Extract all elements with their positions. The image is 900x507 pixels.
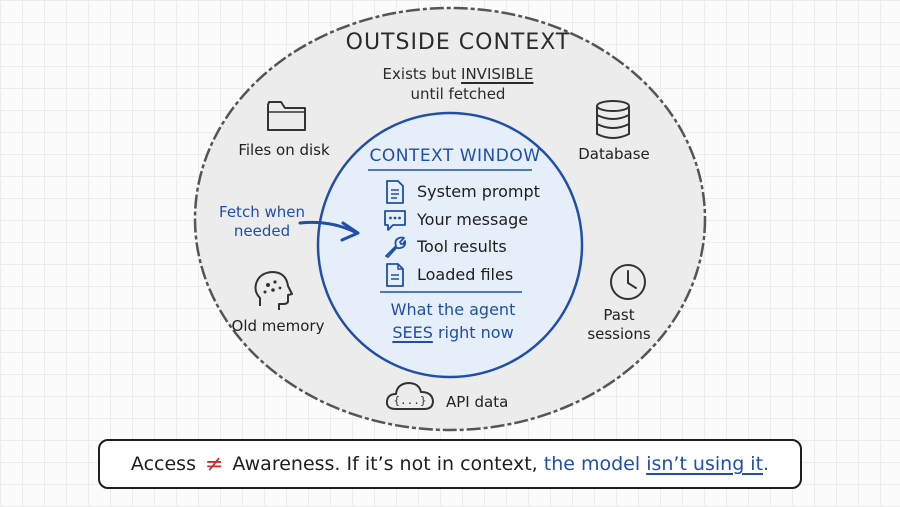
item-your-message: Your message [417, 210, 529, 229]
sees-line2: SEES right now [392, 324, 513, 342]
banner-underlined-text: isn’t using it [646, 453, 764, 475]
context-window-circle [316, 111, 584, 379]
sees-rest: right now [432, 323, 514, 342]
sees-emphasis: SEES [392, 323, 433, 342]
fetch-needed-label: needed [233, 222, 291, 240]
database-label: Database [578, 145, 650, 163]
subtitle-prefix: Exists but [382, 65, 462, 83]
head-memory-icon [254, 271, 293, 310]
item-system-prompt: System prompt [417, 182, 540, 201]
fetch-arrow [298, 220, 357, 234]
database-icon [596, 100, 630, 139]
document-icon [386, 180, 404, 204]
banner-awareness-text: Awareness. If it’s not in context, [232, 453, 544, 475]
context-window-title: CONTEXT WINDOW [369, 146, 541, 166]
chat-bubble-icon [384, 210, 406, 231]
item-loaded-files: Loaded files [417, 265, 514, 284]
api-data-label: API data [446, 393, 509, 411]
cloud-api-icon: {...} [385, 382, 434, 410]
past-label: Past [603, 306, 635, 324]
folder-icon [267, 101, 306, 131]
files-on-disk-label: Files on disk [238, 141, 330, 159]
old-memory-label: Old memory [231, 317, 325, 335]
svg-text:{...}: {...} [393, 394, 426, 407]
banner-access: Access [130, 453, 196, 475]
outside-context-title: OUTSIDE CONTEXT [345, 30, 571, 55]
not-equal-sign: ≠ [204, 451, 224, 477]
outside-context-subtitle: Exists but INVISIBLE [383, 66, 534, 83]
item-tool-results: Tool results [417, 237, 507, 256]
file-icon [386, 263, 404, 287]
takeaway-banner: Access ≠ Awareness. If it’s not in conte… [98, 439, 802, 489]
banner-blue-text: the model [543, 453, 647, 475]
subtitle-invisible: INVISIBLE [461, 65, 534, 83]
outside-context-subtitle-line2: until fetched [410, 85, 506, 103]
clock-icon [610, 264, 646, 300]
sees-line1: What the agent [390, 300, 516, 319]
sessions-label: sessions [587, 325, 651, 343]
wrench-icon [385, 236, 407, 258]
fetch-when-label: Fetch when [219, 203, 305, 221]
banner-period: . [763, 453, 770, 475]
